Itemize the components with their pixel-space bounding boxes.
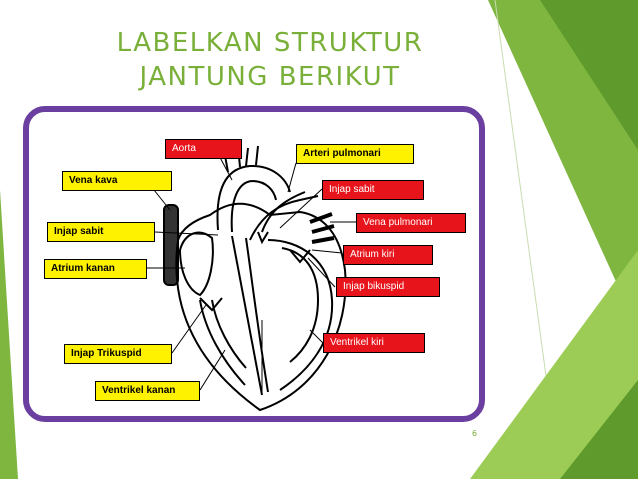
right-atrium-shape (178, 231, 214, 297)
right-ventricle-inner (211, 299, 247, 369)
label-arteri-pulmonari: Arteri pulmonari (296, 144, 414, 164)
label-injap-trikuspid: Injap Trikuspid (64, 344, 172, 364)
left-ventricle-inner (281, 247, 320, 363)
deco-triangle-bottom (470, 250, 638, 479)
slide-title-line1: LABELKAN STRUKTUR (116, 28, 424, 58)
page-number: 6 (472, 429, 478, 438)
label-vena-pulmonari: Vena pulmonari (356, 213, 466, 233)
label-vena-kava: Vena kava (62, 171, 172, 191)
aorta-shape (216, 164, 291, 231)
vena-pulmonari-shape (309, 212, 335, 244)
label-injap-sabit-left: Injap sabit (47, 222, 155, 242)
deco-triangle-left (0, 190, 18, 479)
left-ventricle-wall (267, 239, 334, 391)
label-ventrikel-kanan: Ventrikel kanan (95, 381, 200, 401)
leader-lines (147, 147, 356, 395)
slide-title-line2: JANTUNG BERIKUT (139, 62, 401, 92)
deco-triangle-bottom-dark (560, 380, 638, 479)
trikuspid-valve (199, 297, 223, 312)
label-injap-sabit-right: Injap sabit (322, 180, 424, 200)
label-injap-bikuspid: Injap bikuspid (336, 277, 440, 297)
semilunar-valve (257, 231, 269, 245)
deco-triangle-top-dark (540, 0, 638, 150)
right-ventricle-wall (199, 299, 246, 386)
label-ventrikel-kiri: Ventrikel kiri (323, 333, 425, 353)
label-aorta: Aorta (165, 139, 242, 159)
label-atrium-kanan: Atrium kanan (44, 259, 147, 279)
aorta-inner (230, 179, 277, 233)
septum-inner (245, 237, 269, 393)
heart-outline (175, 202, 347, 412)
septum (231, 235, 263, 396)
label-atrium-kiri: Atrium kiri (343, 245, 433, 265)
arteri-pulmonari-inner (249, 195, 319, 241)
bikuspid-valve (289, 249, 311, 264)
